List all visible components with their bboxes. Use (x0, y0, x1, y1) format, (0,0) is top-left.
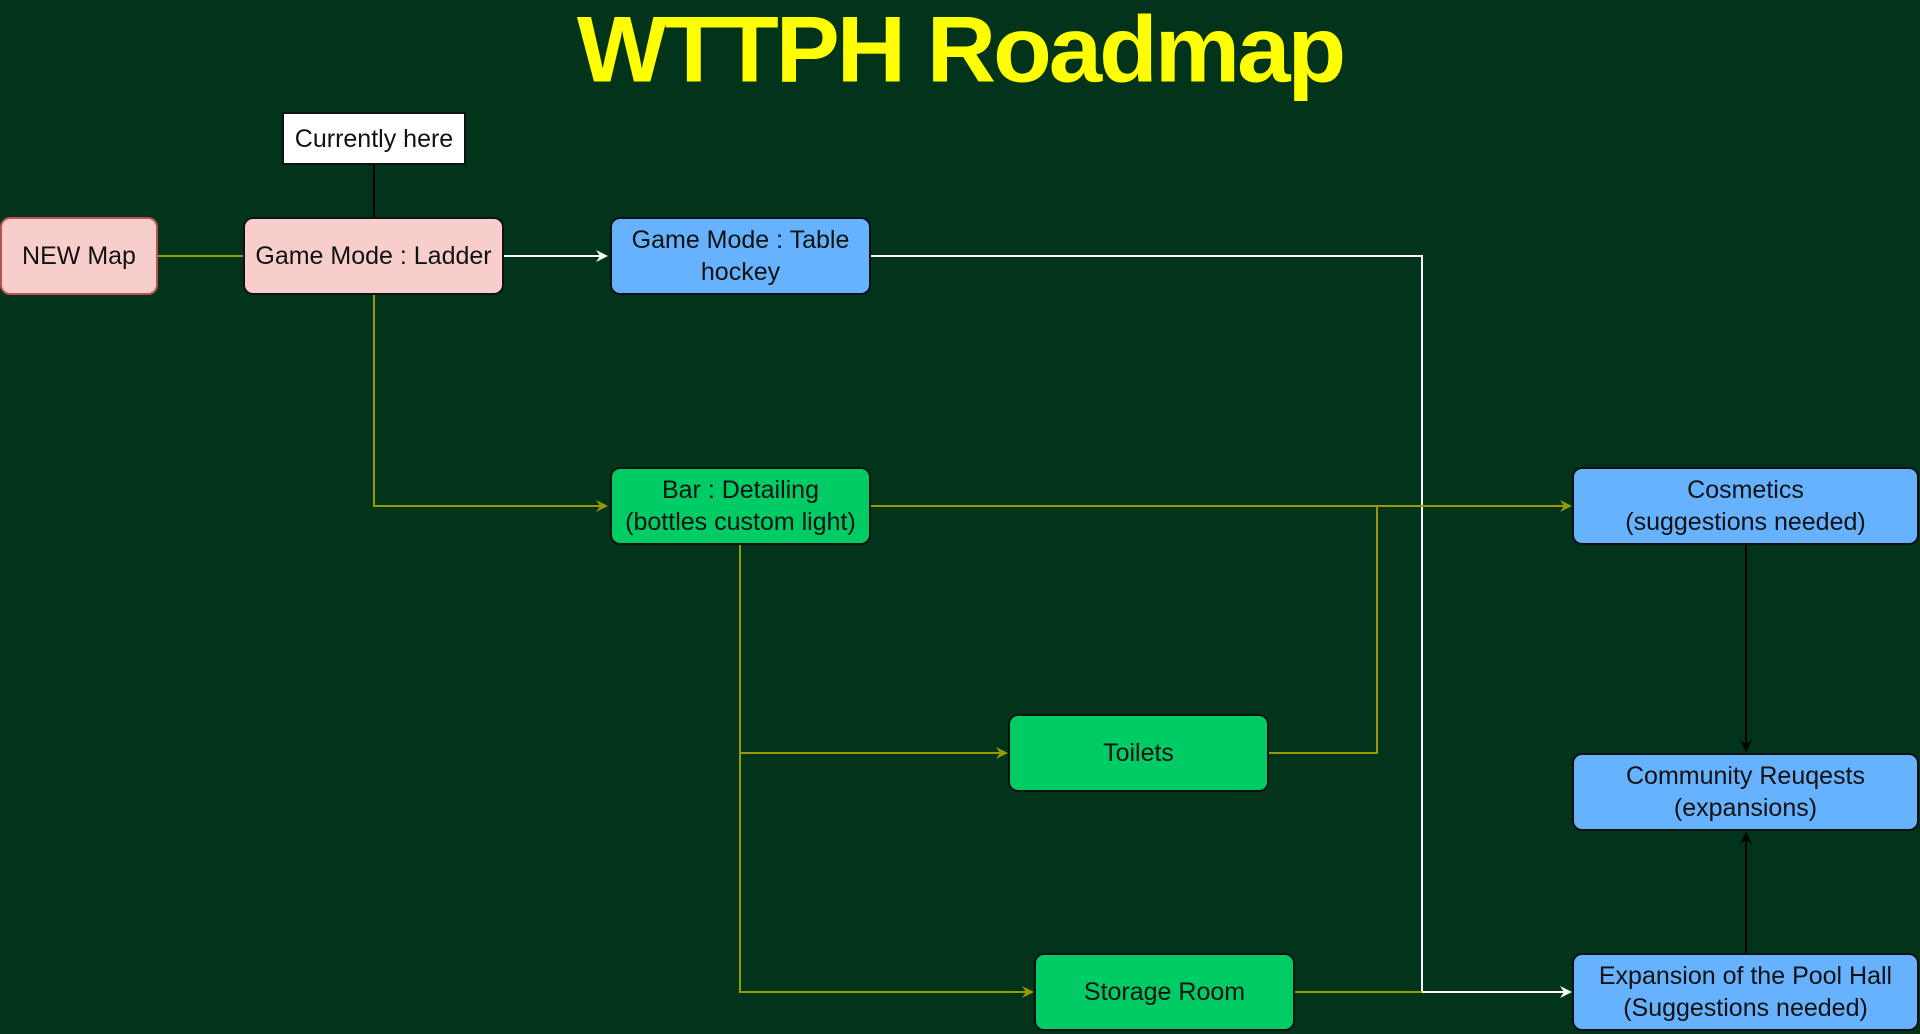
node-bar-detailing[interactable]: Bar : Detailing (bottles custom light) (610, 467, 871, 545)
edge-ladder-bar (373, 295, 608, 512)
edge-bar-storage (739, 753, 1034, 998)
node-cosmetics[interactable]: Cosmetics (suggestions needed) (1572, 467, 1919, 545)
edge-toilets-cosmetics (1269, 506, 1378, 754)
node-storage-room[interactable]: Storage Room (1034, 953, 1295, 1031)
node-expansion-pool-hall[interactable]: Expansion of the Pool Hall (Suggestions … (1572, 953, 1919, 1031)
node-new-map[interactable]: NEW Map (0, 217, 158, 295)
edge-bar-toilets (739, 545, 1008, 759)
node-game-mode-ladder[interactable]: Game Mode : Ladder (243, 217, 504, 295)
node-currently-here[interactable]: Currently here (282, 112, 466, 165)
node-toilets[interactable]: Toilets (1008, 714, 1269, 792)
node-community-requests[interactable]: Community Reuqests (expansions) (1572, 753, 1919, 831)
page-title: WTTPH Roadmap (576, 0, 1346, 102)
edge-tablehockey-expansion (871, 255, 1572, 998)
node-game-mode-table-hockey[interactable]: Game Mode : Table hockey (610, 217, 871, 295)
